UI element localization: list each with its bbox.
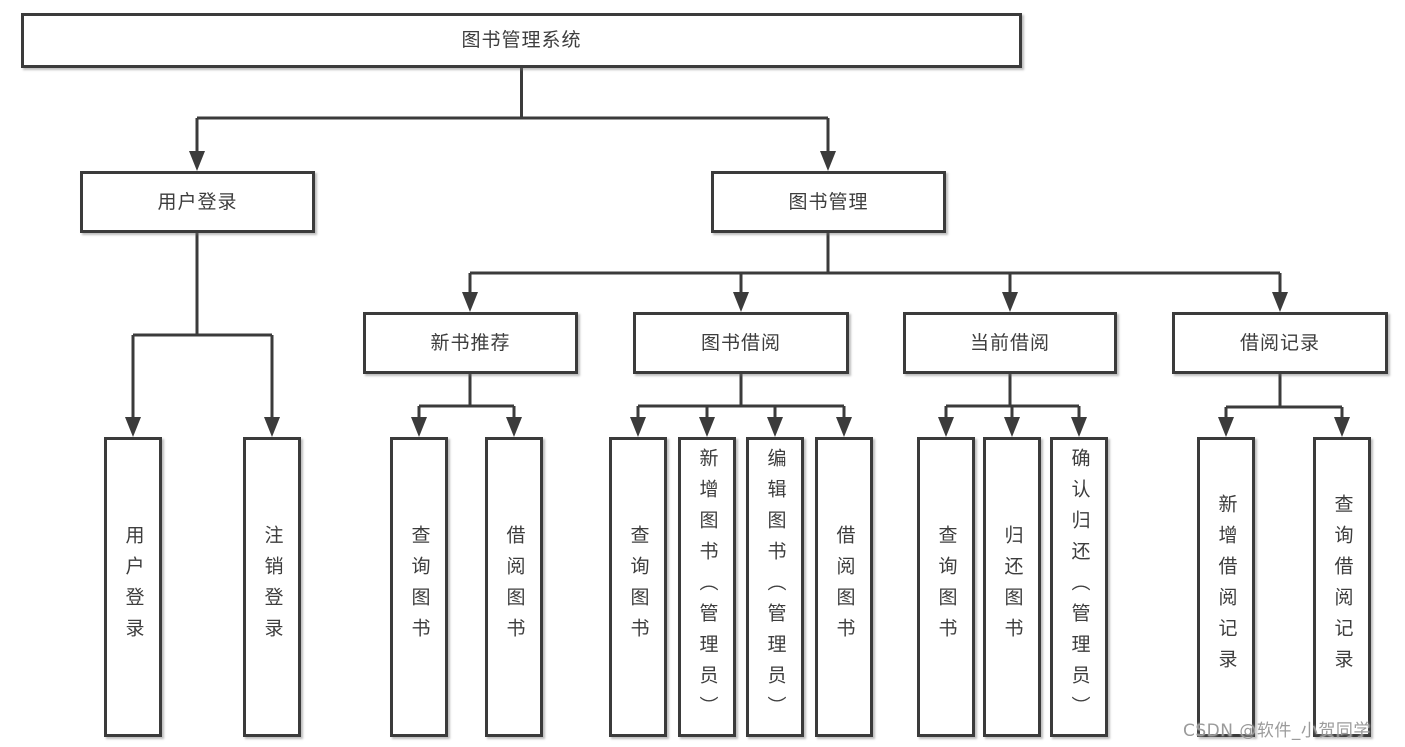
arrow-into-borrow [733,292,749,312]
arrow-leaf [264,417,280,437]
node-user-login: 用户登录 [80,171,315,233]
node-book-management: 图书管理 [711,171,946,233]
arrow-leaf [630,417,646,437]
node-leaf-borrow-books-newbook: 借阅图书 [485,437,543,737]
node-book-borrowing: 图书借阅 [633,312,849,374]
arrow-into-mgmt [820,151,836,171]
arrow-leaf [1334,417,1350,437]
connector-root-to-level2 [195,68,830,153]
arrow-leaf [836,417,852,437]
arrow-leaf [411,417,427,437]
node-leaf-query-books-current: 查询图书 [917,437,975,737]
arrow-into-login [189,151,205,171]
connector-newbook-to-leaves [417,374,516,419]
node-leaf-query-books-newbook: 查询图书 [390,437,448,737]
node-leaf-query-books-borrow: 查询图书 [609,437,667,737]
arrow-leaf [1071,417,1087,437]
connector-mgmt-to-level3 [468,233,1282,294]
arrow-into-newbook [462,292,478,312]
node-leaf-borrow-books: 借阅图书 [815,437,873,737]
arrow-leaf [699,417,715,437]
node-leaf-add-borrow-record: 新增借阅记录 [1197,437,1255,737]
arrow-leaf [125,417,141,437]
connector-records-to-leaves [1224,374,1344,419]
node-new-book-recommend: 新书推荐 [363,312,578,374]
connector-current-to-leaves [944,374,1081,419]
csdn-watermark: CSDN @软件_小贺同学 [1183,721,1371,741]
arrow-into-current [1002,292,1018,312]
node-leaf-confirm-return-admin: 确认归还（管理员） [1050,437,1108,737]
arrow-leaf [1004,417,1020,437]
arrow-into-records [1272,292,1288,312]
node-leaf-edit-books-admin: 编辑图书（管理员） [746,437,804,737]
arrow-leaf [767,417,783,437]
node-borrowing-records: 借阅记录 [1172,312,1388,374]
arrow-leaf [506,417,522,437]
node-leaf-logout: 注销登录 [243,437,301,737]
node-root-library-system: 图书管理系统 [21,13,1022,68]
connector-borrow-to-leaves [636,374,846,419]
connector-login-to-leaves [131,233,274,419]
node-leaf-user-login: 用户登录 [104,437,162,737]
arrowheads [125,151,1350,437]
node-leaf-query-borrow-record: 查询借阅记录 [1313,437,1371,737]
arrow-leaf [1218,417,1234,437]
node-leaf-add-books-admin: 新增图书（管理员） [678,437,736,737]
node-current-borrowing: 当前借阅 [903,312,1117,374]
arrow-leaf [938,417,954,437]
node-leaf-return-books: 归还图书 [983,437,1041,737]
